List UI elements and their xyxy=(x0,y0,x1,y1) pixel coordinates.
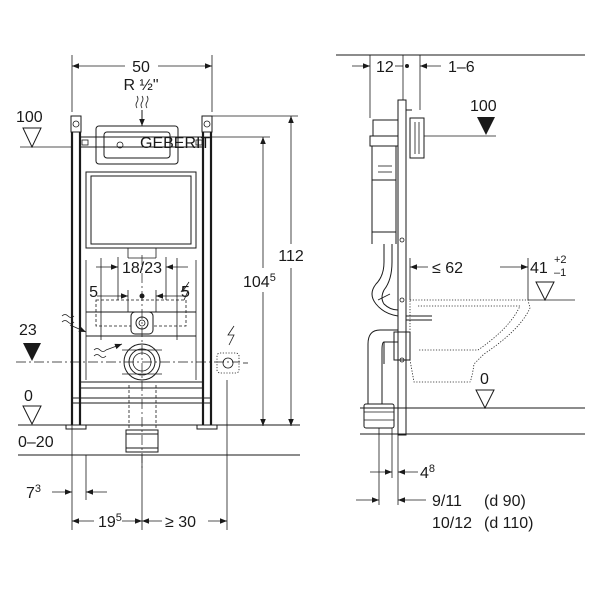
floor-range-label: 0–20 xyxy=(18,434,54,451)
water-inlet-label: R ½" xyxy=(123,77,158,94)
dim-depth-1-6: 1–6 xyxy=(448,59,475,76)
dim-offset-5-left: 5 xyxy=(89,284,98,301)
dim-7: 73 xyxy=(26,483,41,502)
side-level-100-triangle xyxy=(477,117,495,135)
dim-41-tol-minus: –1 xyxy=(554,267,566,279)
water-icon-lower xyxy=(93,343,123,358)
flush-pipe-joint xyxy=(377,293,391,301)
side-level-100-label: 100 xyxy=(470,98,497,115)
frame xyxy=(65,115,218,430)
electrical-socket xyxy=(216,325,248,374)
side-view: 12 1–6 xyxy=(336,54,585,532)
center-dot xyxy=(139,293,145,299)
water-inlet-icon xyxy=(135,95,149,126)
side-level-0-label: 0 xyxy=(480,371,489,388)
dim-min-30: ≥ 30 xyxy=(165,514,196,531)
dim-height-41: 41 xyxy=(530,260,548,277)
flush-pipe-inner xyxy=(381,244,399,311)
dim-19: 195 xyxy=(98,512,122,531)
flush-pipe-outer xyxy=(371,244,399,317)
actuator-plate: GEBERIT xyxy=(81,125,210,165)
front-view: 50 R ½" xyxy=(16,55,304,531)
side-level-0-triangle xyxy=(475,389,495,410)
level-23-label: 23 xyxy=(19,322,37,339)
dim-pipe-d110: (d 110) xyxy=(484,515,534,532)
dim-height-112: 112 xyxy=(278,248,304,265)
level-0-triangle xyxy=(22,405,42,426)
dim-pipe-10-12: 10/12 xyxy=(432,515,472,532)
level-100-label: 100 xyxy=(16,109,43,126)
dim-pan-62: ≤ 62 xyxy=(432,260,463,277)
dim-4: 48 xyxy=(420,463,435,482)
dim-spacing-18-23: 18/23 xyxy=(122,260,162,277)
dim-pipe-9-11: 9/11 xyxy=(432,493,462,510)
electrical-icon-small xyxy=(180,281,190,301)
cistern xyxy=(85,171,197,259)
wc-pan xyxy=(406,299,531,383)
level-0-label: 0 xyxy=(24,388,33,405)
dim-height-104: 1045 xyxy=(243,272,276,291)
dim-depth-12: 12 xyxy=(376,59,394,76)
side-frame xyxy=(369,99,425,436)
level-100-triangle xyxy=(22,127,42,149)
dim-pipe-d90: (d 90) xyxy=(484,493,526,510)
side-ref-dot xyxy=(405,64,409,68)
level-23-triangle xyxy=(23,343,41,361)
dim-width-50: 50 xyxy=(132,59,150,76)
water-icon-left xyxy=(61,314,87,333)
level-41-triangle xyxy=(535,281,555,302)
dim-offset-5-right: 5 xyxy=(181,284,190,301)
fixing-bolts xyxy=(85,258,197,380)
dim-41-tol-plus: +2 xyxy=(554,254,567,266)
brand-label: GEBERIT xyxy=(140,135,210,152)
